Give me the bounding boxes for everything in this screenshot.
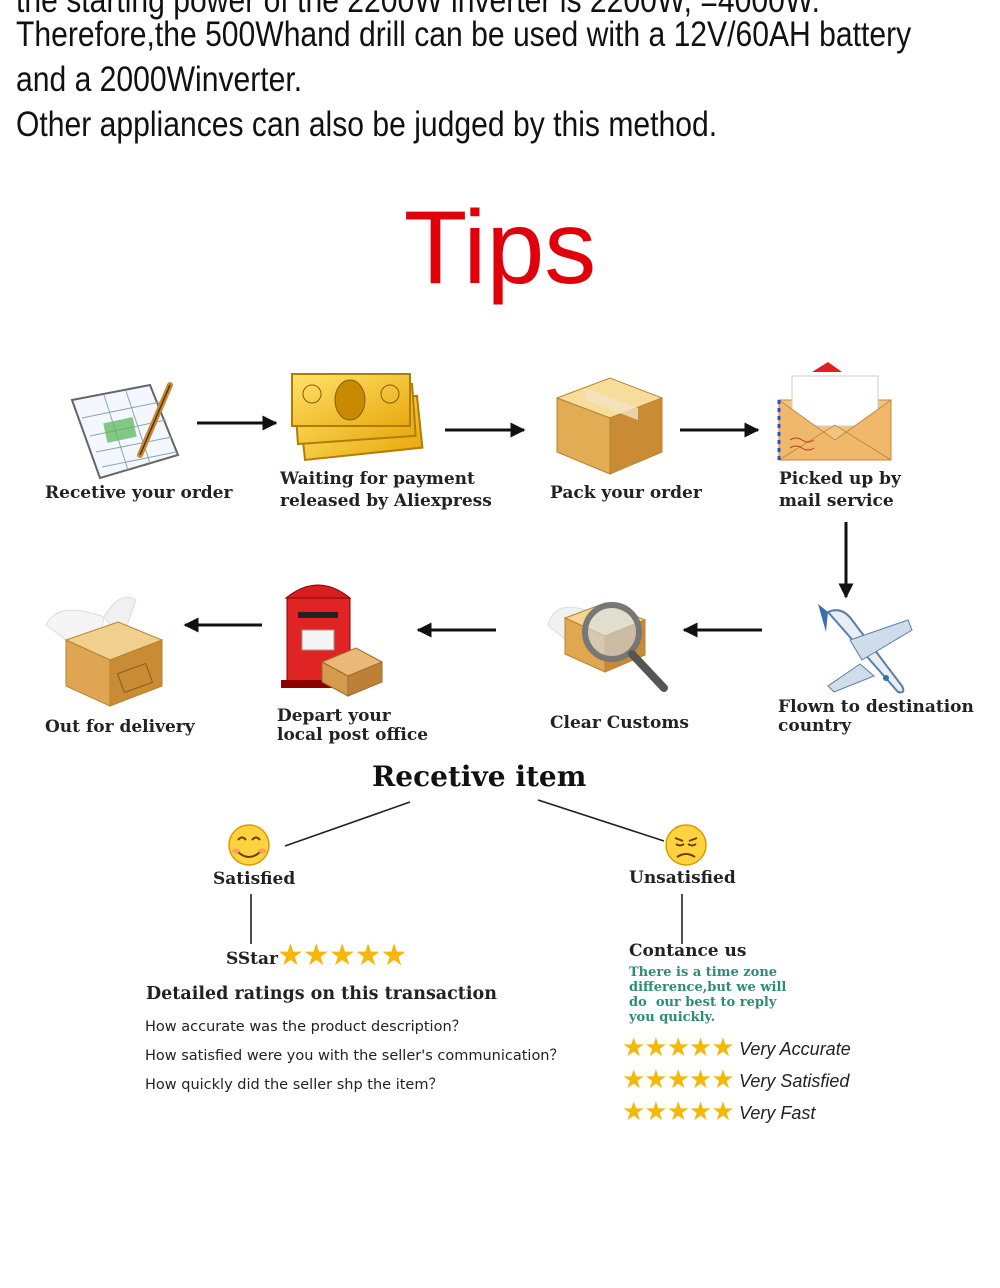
ratings-title: Detailed ratings on this transaction: [146, 984, 497, 1004]
airplane-icon: [818, 604, 913, 694]
receive-item-heading: Recetive item: [372, 760, 587, 793]
rating-text: Very Fast: [739, 1103, 816, 1123]
branch-line: [537, 799, 665, 842]
intro-line: Other appliances can also be judged by t…: [16, 105, 718, 144]
contact-us-label: Contance us: [629, 941, 747, 961]
rating-text: Very Accurate: [739, 1039, 851, 1059]
money-icon: [291, 373, 424, 462]
star-rating: ★★★★★: [277, 938, 407, 973]
rating-stars: ★★★★★: [622, 1033, 735, 1063]
unsatisfied-face-icon: [665, 824, 707, 866]
step-label-flown: Flown to destination country: [778, 697, 974, 736]
time-zone-note: There is a time zone difference,but we w…: [629, 965, 787, 1025]
step-label-recetive-order: Recetive your order: [45, 483, 233, 503]
winged-box-icon: [45, 596, 164, 707]
satisfied-face-icon: [228, 824, 270, 866]
rating-text: Very Satisfied: [739, 1071, 850, 1091]
rating-question: How quickly did the seller shp the item？: [145, 1077, 443, 1093]
step-label-clear-customs: Clear Customs: [550, 713, 689, 733]
intro-line: and a 2000Winverter.: [16, 60, 303, 99]
step-label-pack-order: Pack your order: [550, 483, 702, 503]
rating-question: How satisfied were you with the seller's…: [145, 1048, 564, 1064]
step-label-depart-post-office: Depart your local post office: [277, 706, 429, 745]
magnifier-icon: [547, 602, 668, 692]
box-icon: [555, 377, 664, 475]
rating-stars: ★★★★★: [622, 1065, 735, 1095]
mailbox-icon: [281, 584, 384, 697]
rating-stars: ★★★★★: [622, 1097, 735, 1127]
step-label-out-for-delivery: Out for delivery: [45, 717, 195, 737]
envelope-icon: [777, 362, 892, 461]
step-label-waiting-payment: Waiting for payment released by Aliexpre…: [280, 469, 492, 511]
rating-question: How accurate was the product description…: [145, 1019, 467, 1035]
order-sheet-icon: [70, 382, 180, 480]
intro-line: Therefore,the 500Whand drill can be used…: [16, 15, 912, 54]
satisfied-label: Satisfied: [213, 869, 296, 889]
tips-title: Tips: [403, 190, 597, 306]
intro-line: the starting power of the 2200W inverter…: [16, 0, 820, 20]
branch-line: [284, 801, 411, 847]
step-label-picked-up: Picked up by mail service: [779, 469, 901, 511]
star-label: SStar: [226, 949, 279, 969]
unsatisfied-label: Unsatisfied: [629, 868, 736, 888]
